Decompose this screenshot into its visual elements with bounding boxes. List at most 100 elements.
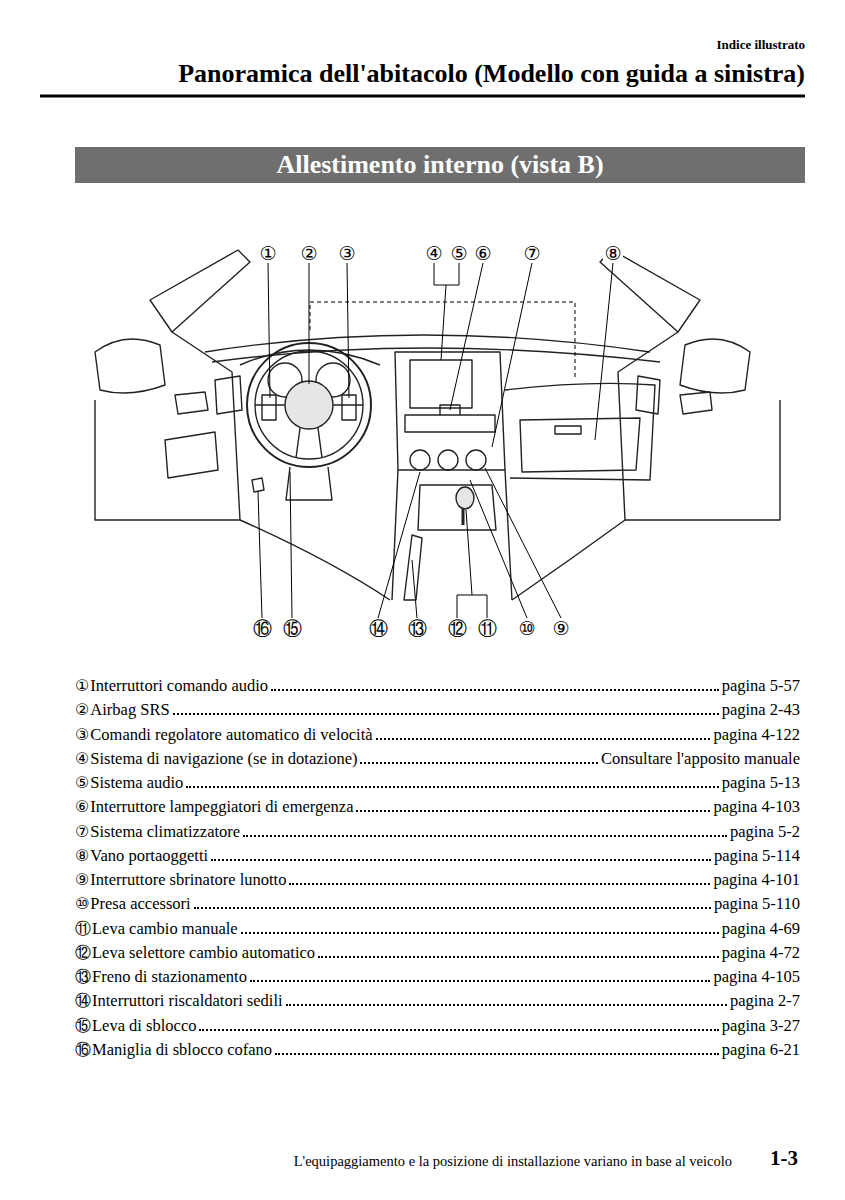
cluster-hood — [240, 350, 380, 365]
index-row: ⑦Sistema climatizzatorepagina 5-2 — [75, 822, 800, 842]
dot-leader — [199, 1029, 718, 1031]
callout-number: ⑫ — [447, 618, 468, 638]
page-reference: pagina 4-69 — [722, 919, 800, 939]
glovebox-latch — [555, 426, 581, 434]
leader-line — [290, 472, 292, 618]
window-switches — [165, 432, 218, 478]
dot-leader — [271, 689, 719, 691]
callout-number: ⑤ — [449, 243, 468, 263]
right-door-handle — [680, 392, 712, 414]
callout-number: ⑯ — [75, 1040, 91, 1060]
page-reference: pagina 4-101 — [713, 870, 800, 890]
dot-leader — [275, 1053, 719, 1055]
left-door — [95, 332, 240, 520]
dot-leader — [211, 859, 711, 861]
section-label: Indice illustrato — [717, 37, 805, 53]
part-name: Leva cambio manuale — [92, 919, 238, 939]
climate-knob — [466, 450, 486, 470]
index-row: ⑩Presa accessoripagina 5-110 — [75, 894, 800, 914]
callout-number: ⑨ — [551, 618, 570, 638]
center-console — [392, 470, 512, 600]
steering-hub — [285, 381, 333, 429]
index-row: ⑭Interruttori riscaldatori sedilipagina … — [75, 991, 800, 1011]
index-row: ⑥Interruttore lampeggiatori di emergenza… — [75, 797, 800, 817]
left-mirror — [95, 339, 165, 393]
dot-leader — [356, 810, 710, 812]
callout-number: ② — [299, 243, 318, 263]
index-row: ⑤Sistema audiopagina 5-13 — [75, 773, 800, 793]
page-number: 1-3 — [770, 1146, 798, 1171]
gear-knob — [456, 487, 474, 509]
page-reference: pagina 3-27 — [722, 1016, 800, 1036]
dot-leader — [360, 762, 597, 764]
part-name: Interruttori comando audio — [90, 676, 268, 696]
page-reference: pagina 4-72 — [722, 943, 800, 963]
callout-number: ⑮ — [282, 618, 303, 638]
callout-number: ⑬ — [407, 618, 428, 638]
page-reference: pagina 6-21 — [722, 1040, 800, 1060]
index-row: ②Airbag SRSpagina 2-43 — [75, 700, 800, 720]
callout-number: ⑧ — [603, 243, 622, 263]
page-reference: pagina 5-114 — [714, 846, 800, 866]
part-name: Leva selettore cambio automatico — [92, 943, 315, 963]
callout-number: ③ — [337, 243, 356, 263]
callout-number: ⑭ — [368, 618, 389, 638]
index-row: ⑪Leva cambio manuale pagina 4-69 — [75, 919, 800, 939]
index-row: ⑮Leva di sbloccopagina 3-27 — [75, 1016, 800, 1036]
callout-number: ⑬ — [75, 967, 91, 987]
dot-leader — [286, 1004, 727, 1006]
dot-leader — [243, 835, 727, 837]
callout-number: ⑨ — [75, 870, 89, 890]
dot-leader — [186, 786, 718, 788]
dot-leader — [289, 883, 710, 885]
page-reference: pagina 4-105 — [713, 967, 800, 987]
page-reference: pagina 2-43 — [722, 700, 800, 720]
leader-line — [412, 560, 417, 618]
part-name: Sistema di navigazione (se in dotazione) — [90, 749, 357, 769]
part-name: Interruttore sbrinatore lunotto — [90, 870, 286, 890]
page-reference: pagina 5-57 — [722, 676, 800, 696]
part-name: Sistema climatizzatore — [90, 822, 240, 842]
callout-number: ① — [75, 676, 89, 696]
display-screen — [410, 360, 472, 408]
part-name: Comandi regolatore automatico di velocit… — [90, 725, 372, 745]
index-row: ①Interruttori comando audio pagina 5-57 — [75, 676, 800, 696]
page-reference: pagina 2-7 — [730, 991, 800, 1011]
wheel-switches — [262, 395, 356, 420]
page-reference: pagina 5-2 — [730, 822, 800, 842]
left-door-handle — [175, 392, 208, 414]
leader-line — [378, 472, 420, 618]
leader-dashed — [310, 302, 575, 380]
dash-passenger — [505, 383, 655, 480]
left-vent — [215, 376, 242, 414]
callout-number: ④ — [424, 243, 443, 263]
part-name: Vano portaoggetti — [90, 846, 208, 866]
steering-column — [286, 467, 332, 500]
dash-top — [205, 335, 650, 352]
leader-line — [485, 468, 561, 618]
index-row: ⑯Maniglia di sblocco cofano pagina 6-21 — [75, 1040, 800, 1060]
callout-number: ③ — [75, 725, 89, 745]
shifter-boot — [418, 485, 496, 530]
left-pillar — [150, 250, 250, 332]
page-reference: pagina 5-13 — [722, 773, 800, 793]
leader-line — [268, 263, 270, 398]
callout-number: ⑧ — [75, 846, 89, 866]
leader-line — [258, 492, 262, 618]
part-name: Maniglia di sblocco cofano — [92, 1040, 272, 1060]
dot-leader — [250, 980, 711, 982]
dot-leader — [376, 738, 711, 740]
dashboard-drawing — [95, 250, 780, 600]
floor-lines — [240, 520, 625, 600]
leader-line — [309, 263, 310, 384]
callout-number: ⑪ — [75, 919, 91, 939]
leader-line — [470, 480, 527, 618]
callout-number: ① — [258, 243, 277, 263]
part-name: Sistema audio — [90, 773, 183, 793]
callout-number: ⑪ — [477, 618, 498, 638]
index-row: ⑨Interruttore sbrinatore lunotto pagina 4… — [75, 870, 800, 890]
callout-number: ⑥ — [75, 797, 89, 817]
index-row: ⑬Freno di stazionamentopagina 4-105 — [75, 967, 800, 987]
callout-number: ④ — [75, 749, 89, 769]
leader-line — [595, 263, 613, 440]
